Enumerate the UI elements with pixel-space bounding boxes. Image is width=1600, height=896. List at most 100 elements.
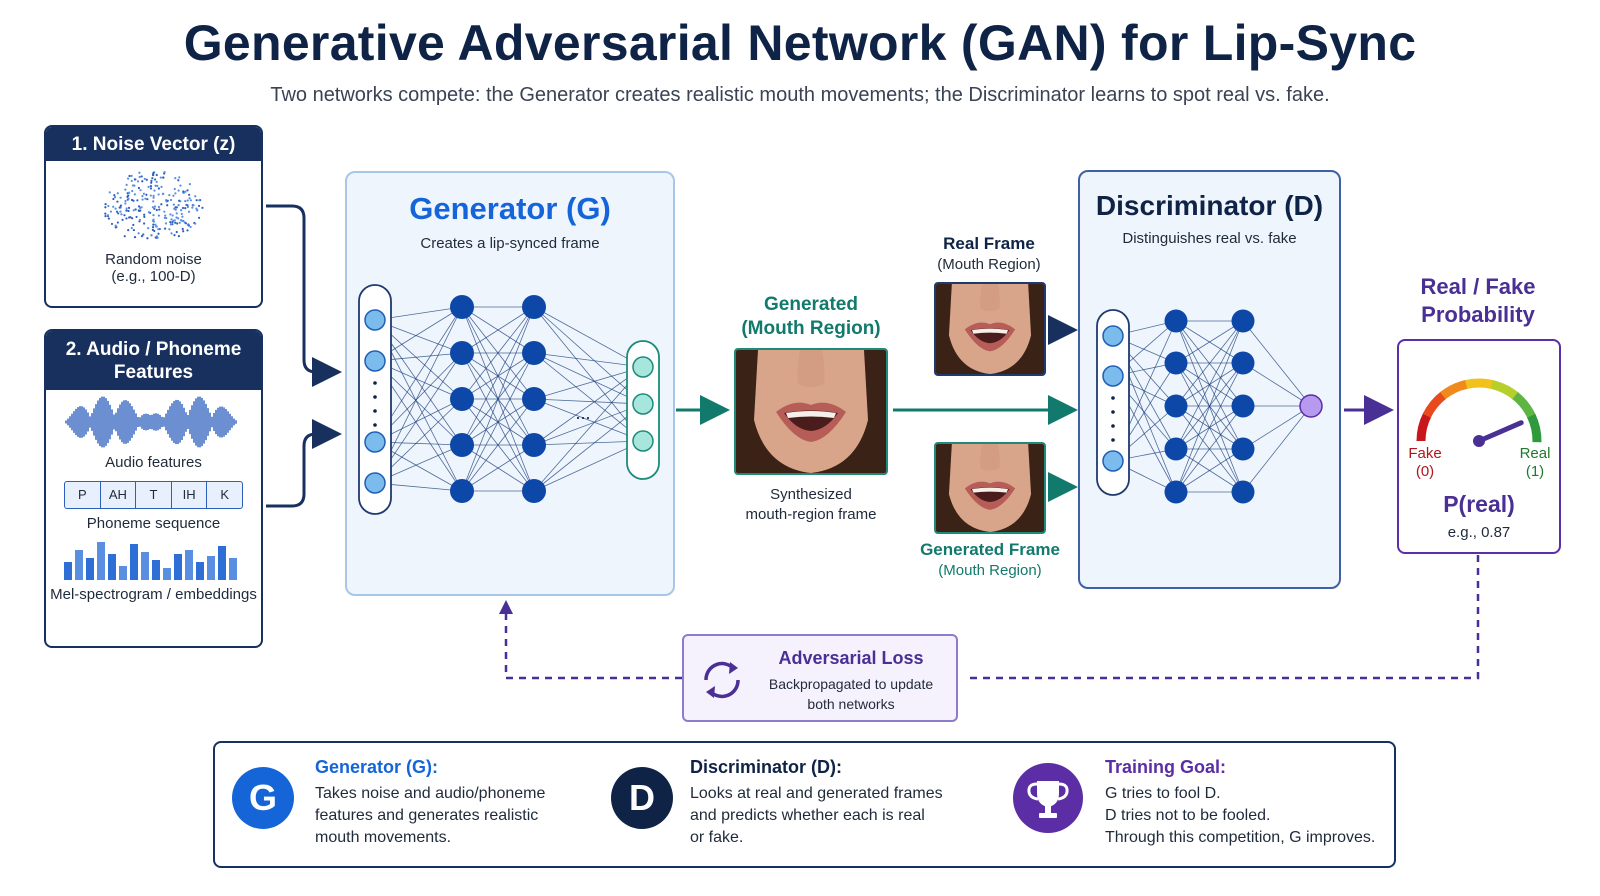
network-node	[1231, 309, 1255, 333]
network-node	[1102, 450, 1124, 472]
gauge-pivot	[1473, 435, 1485, 447]
generated-caption-2: mouth-region frame	[745, 506, 877, 523]
network-node	[1231, 351, 1255, 375]
audio-header-line-2: Features	[46, 361, 261, 384]
network-node	[1164, 394, 1188, 418]
summary-line: D tries not to be fooled.	[1105, 807, 1271, 824]
probability-label: P(real)	[1443, 491, 1515, 517]
gauge-real-text: Real	[1519, 445, 1551, 462]
page-subtitle: Two networks compete: the Generator crea…	[270, 84, 1330, 106]
summary-line: Takes noise and audio/phoneme	[315, 785, 546, 802]
audio-to-generator-arrow	[266, 419, 342, 508]
real-frame-title: Real Frame	[943, 234, 1035, 253]
network-node	[450, 341, 474, 365]
generated-frame-title: Generated Frame	[920, 540, 1060, 559]
audio-waveform-icon	[65, 396, 237, 448]
summary-training-text: G tries to fool D. D tries not to be foo…	[1105, 783, 1375, 849]
network-node	[1231, 394, 1255, 418]
loss-feedback-left	[504, 610, 682, 680]
summary-discriminator-title: Discriminator (D):	[690, 757, 843, 777]
network-node	[522, 295, 546, 319]
summary-line: Looks at real and generated frames	[690, 785, 943, 802]
network-node	[450, 479, 474, 503]
summary-generator-text: Takes noise and audio/phoneme features a…	[315, 783, 545, 849]
gauge-fake-value: (0)	[1415, 463, 1435, 480]
probability-gauge	[1416, 378, 1542, 447]
generated-title-1: Generated	[764, 294, 858, 315]
network-node	[522, 479, 546, 503]
summary-line: Through this competition, G improves.	[1105, 829, 1376, 846]
summary-line: G tries to fool D.	[1105, 785, 1221, 802]
probability-box: Fake (0) Real (1) P(real) e.g., 0.87	[1397, 339, 1561, 554]
audio-features-box: 2. Audio / Phoneme Features Audio featur…	[44, 329, 263, 648]
generator-title: Generator (G)	[409, 191, 611, 226]
summary-line: and predicts whether each is real	[690, 807, 925, 824]
discriminator-badge: D	[611, 767, 673, 829]
gauge-fake-label: Fake (0)	[1405, 445, 1445, 481]
summary-line: mouth movements.	[315, 829, 452, 846]
network-node	[364, 350, 386, 372]
phoneme-token: K	[220, 487, 229, 502]
generator-badge: G	[232, 767, 294, 829]
generator-input-layer	[358, 284, 392, 515]
network-node	[1164, 309, 1188, 333]
phoneme-sequence: P AH T IH K	[64, 481, 243, 509]
network-node	[450, 433, 474, 457]
mel-spectrogram-icon	[64, 542, 237, 580]
mouth-illustration	[936, 444, 1044, 532]
generated-title-2: (Mouth Region)	[741, 318, 881, 339]
summary-line: or fake.	[690, 829, 744, 846]
network-node	[522, 433, 546, 457]
network-node	[632, 430, 654, 452]
network-node	[450, 387, 474, 411]
adversarial-loss-title: Adversarial Loss	[778, 648, 924, 668]
generator-ellipsis: ...	[575, 403, 590, 423]
loss-feedback-right	[966, 555, 1480, 680]
network-node	[632, 393, 654, 415]
network-node	[364, 431, 386, 453]
real-mouth-image	[934, 282, 1046, 376]
network-node	[1231, 480, 1255, 504]
probability-example: e.g., 0.87	[1447, 524, 1511, 541]
gauge-real-value: (1)	[1525, 463, 1545, 480]
generator-subtitle: Creates a lip-synced frame	[420, 235, 600, 252]
summary-line: features and generates realistic	[315, 807, 539, 824]
phoneme-sequence-label: Phoneme sequence	[86, 515, 221, 532]
phoneme-token: AH	[101, 482, 137, 508]
network-node	[522, 341, 546, 365]
gauge-real-label: Real (1)	[1515, 445, 1555, 481]
summary-box: G Generator (G): Takes noise and audio/p…	[213, 741, 1396, 868]
gauge-arc-segment	[1416, 412, 1432, 442]
noise-to-generator-arrow	[266, 204, 342, 387]
network-node	[1164, 351, 1188, 375]
network-node	[632, 356, 654, 378]
network-node	[364, 472, 386, 494]
audio-features-label: Audio features	[105, 454, 202, 471]
discriminator-output-node	[1299, 394, 1323, 418]
network-node	[522, 387, 546, 411]
generated-caption-1: Synthesized	[770, 486, 852, 503]
gauge-arc-segment	[1422, 391, 1447, 418]
page-title: Generative Adversarial Network (GAN) for…	[183, 15, 1417, 71]
network-node	[1164, 480, 1188, 504]
network-node	[450, 295, 474, 319]
noise-vector-box: 1. Noise Vector (z) Random noise (e.g., …	[44, 125, 263, 308]
probability-title-1: Real / Fake	[1420, 274, 1536, 299]
generator-network-diagram: ...	[358, 284, 660, 515]
network-node	[1164, 437, 1188, 461]
gauge-arc-segment	[1512, 392, 1536, 419]
mouth-illustration	[736, 350, 886, 473]
network-node	[1102, 325, 1124, 347]
network-node	[1102, 365, 1124, 387]
discriminator-input-layer	[1096, 309, 1130, 496]
adversarial-loss-box: Adversarial Loss Backpropagated to updat…	[682, 634, 958, 722]
summary-discriminator-text: Looks at real and generated frames and p…	[690, 783, 943, 849]
network-node	[1231, 437, 1255, 461]
gauge-arc-segment	[1440, 379, 1469, 400]
cycle-arrows-icon	[704, 661, 740, 699]
loss-feedback-arrowhead	[499, 600, 513, 614]
real-frame-subtitle: (Mouth Region)	[937, 256, 1041, 273]
noise-caption-2: (e.g., 100-D)	[111, 268, 196, 285]
summary-generator-title: Generator (G):	[315, 757, 439, 777]
